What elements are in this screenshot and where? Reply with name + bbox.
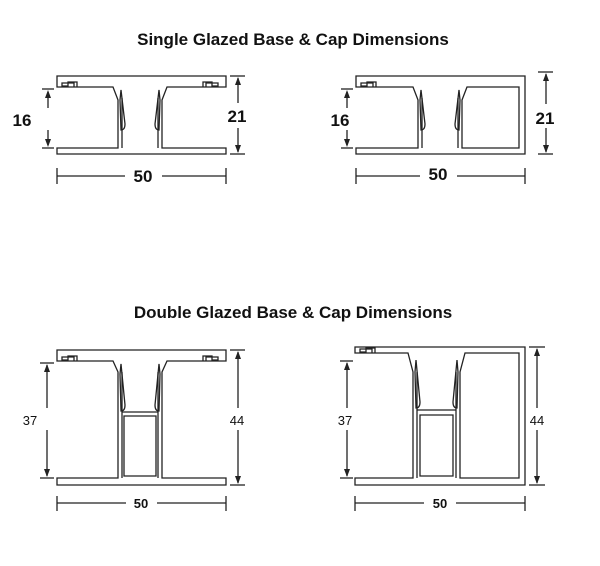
single-right-width-label: 50 bbox=[429, 165, 448, 184]
double-left-profile: 37 44 50 bbox=[23, 349, 245, 511]
single-left-width-label: 50 bbox=[134, 167, 153, 186]
double-glazed-title: Double Glazed Base & Cap Dimensions bbox=[133, 303, 453, 322]
double-left-width-label: 50 bbox=[134, 496, 148, 511]
double-left-total-height-label: 44 bbox=[230, 413, 244, 428]
single-right-inner-height-label: 16 bbox=[331, 111, 350, 130]
single-glazed-title: Single Glazed Base & Cap Dimensions bbox=[137, 30, 449, 49]
double-right-inner-height-label: 37 bbox=[338, 413, 352, 428]
single-left-inner-height-label: 16 bbox=[13, 111, 32, 130]
single-left-total-height-label: 21 bbox=[228, 107, 247, 126]
double-right-profile: 37 44 50 bbox=[338, 346, 545, 511]
double-right-width-label: 50 bbox=[433, 496, 447, 511]
single-right-profile: 16 21 50 bbox=[331, 71, 555, 184]
single-right-total-height-label: 21 bbox=[536, 109, 555, 128]
double-right-total-height-label: 44 bbox=[530, 413, 544, 428]
double-left-inner-height-label: 37 bbox=[23, 413, 37, 428]
single-left-profile: 16 21 50 bbox=[13, 75, 247, 186]
